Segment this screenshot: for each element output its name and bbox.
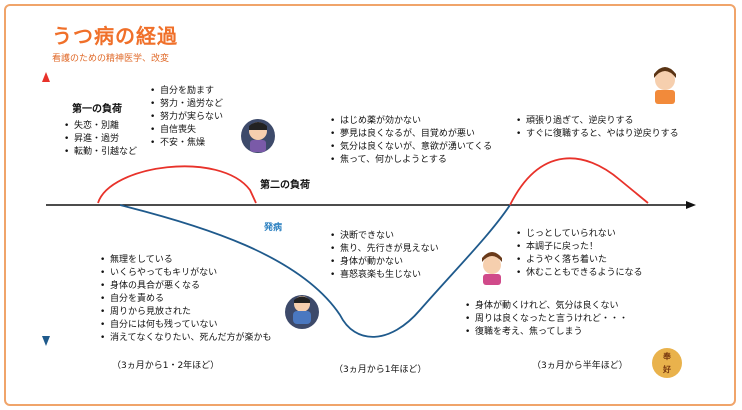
cheerful-person-illustration <box>654 67 676 104</box>
strain-list: 自分を励ます 努力・過労など 努力が実らない 自信喪失 不安・焦燥 <box>150 85 223 150</box>
recovery-list: じっとしていられない 本調子に戻った！ ようやく落ち着いた 休むこともできるよう… <box>516 228 642 280</box>
list-item: 昇進・過労 <box>64 133 137 146</box>
page-subtitle: 看護のための精神医学、改変 <box>52 54 170 64</box>
axis-arrow-up <box>42 72 50 82</box>
list-item: はじめ薬が効かない <box>330 115 492 128</box>
list-item: 焦り、先行きが見えない <box>330 243 439 256</box>
first-load-list: 失恋・別離 昇進・過労 転勤・引越など <box>64 120 137 159</box>
list-item: 本調子に戻った！ <box>516 241 642 254</box>
list-item: 頑張り過ぎて、逆戻りする <box>516 115 679 128</box>
recovery-mid-list: 身体が動くけれど、気分は良くない 周りは良くなったと言うけれど・・・ 復職を考え… <box>465 300 628 339</box>
bottom-stage-list: 決断できない 焦り、先行きが見えない 身体が動かない 喜怒哀楽も生じない <box>330 230 439 282</box>
page-title: うつ病の経過 <box>52 24 178 48</box>
list-item: 休むこともできるようになる <box>516 267 642 280</box>
list-item: 身体の具合が悪くなる <box>100 280 272 293</box>
axis-arrow-down <box>42 336 50 346</box>
axis-arrow-right <box>686 201 696 209</box>
list-item: 夢見は良くなるが、目覚めが悪い <box>330 128 492 141</box>
list-item: 自分を責める <box>100 293 272 306</box>
period-label: （3ヵ月から半年ほど） <box>532 361 628 371</box>
list-item: ようやく落ち着いた <box>516 254 642 267</box>
anxious-person-illustration <box>241 119 275 153</box>
seal-text: 奉 好 <box>663 351 671 374</box>
list-item: 消えてなくなりたい、死んだ方が楽かも <box>100 332 272 345</box>
list-item: 努力・過労など <box>150 98 223 111</box>
list-item: 身体が動くけれど、気分は良くない <box>465 300 628 313</box>
list-item: 不安・焦燥 <box>150 137 223 150</box>
list-item: 決断できない <box>330 230 439 243</box>
list-item: いくらやってもキリがない <box>100 267 272 280</box>
list-item: 焦って、何かしようとする <box>330 154 492 167</box>
list-item: 転勤・引越など <box>64 146 137 159</box>
first-load-curve <box>97 165 257 204</box>
seal-logo: 奉 好 <box>652 348 682 378</box>
list-item: 気分は良くないが、意欲が湧いてくる <box>330 141 492 154</box>
list-item: 周りは良くなったと言うけれど・・・ <box>465 313 628 326</box>
depression-curve <box>119 204 511 338</box>
first-load-title: 第一の負荷 <box>72 104 122 115</box>
period-label: （3ヵ月から1・2年ほど） <box>112 361 220 371</box>
list-item: 自信喪失 <box>150 124 223 137</box>
troubled-person-illustration <box>482 252 502 285</box>
early-stage-list: 無理をしている いくらやってもキリがない 身体の具合が悪くなる 自分を責める 周… <box>100 254 272 345</box>
list-item: 自分を励ます <box>150 85 223 98</box>
list-item: 失恋・別離 <box>64 120 137 133</box>
list-item: 無理をしている <box>100 254 272 267</box>
list-item: じっとしていられない <box>516 228 642 241</box>
crouching-person-illustration <box>285 295 319 329</box>
onset-label: 発病 <box>264 223 283 233</box>
list-item: 周りから見放された <box>100 306 272 319</box>
list-item: 努力が実らない <box>150 111 223 124</box>
period-label: （3ヵ月から1年ほど） <box>334 365 427 375</box>
list-item: 自分には何も残っていない <box>100 319 272 332</box>
relapse-list: 頑張り過ぎて、逆戻りする すぐに復職すると、やはり逆戻りする <box>516 115 679 141</box>
list-item: 喜怒哀楽も生じない <box>330 269 439 282</box>
list-item: 身体が動かない <box>330 256 439 269</box>
list-item: 復職を考え、焦ってしまう <box>465 326 628 339</box>
second-load-title: 第二の負荷 <box>260 180 310 191</box>
list-item: すぐに復職すると、やはり逆戻りする <box>516 128 679 141</box>
medication-list: はじめ薬が効かない 夢見は良くなるが、目覚めが悪い 気分は良くないが、意欲が湧い… <box>330 115 492 167</box>
relapse-curve <box>509 157 649 206</box>
